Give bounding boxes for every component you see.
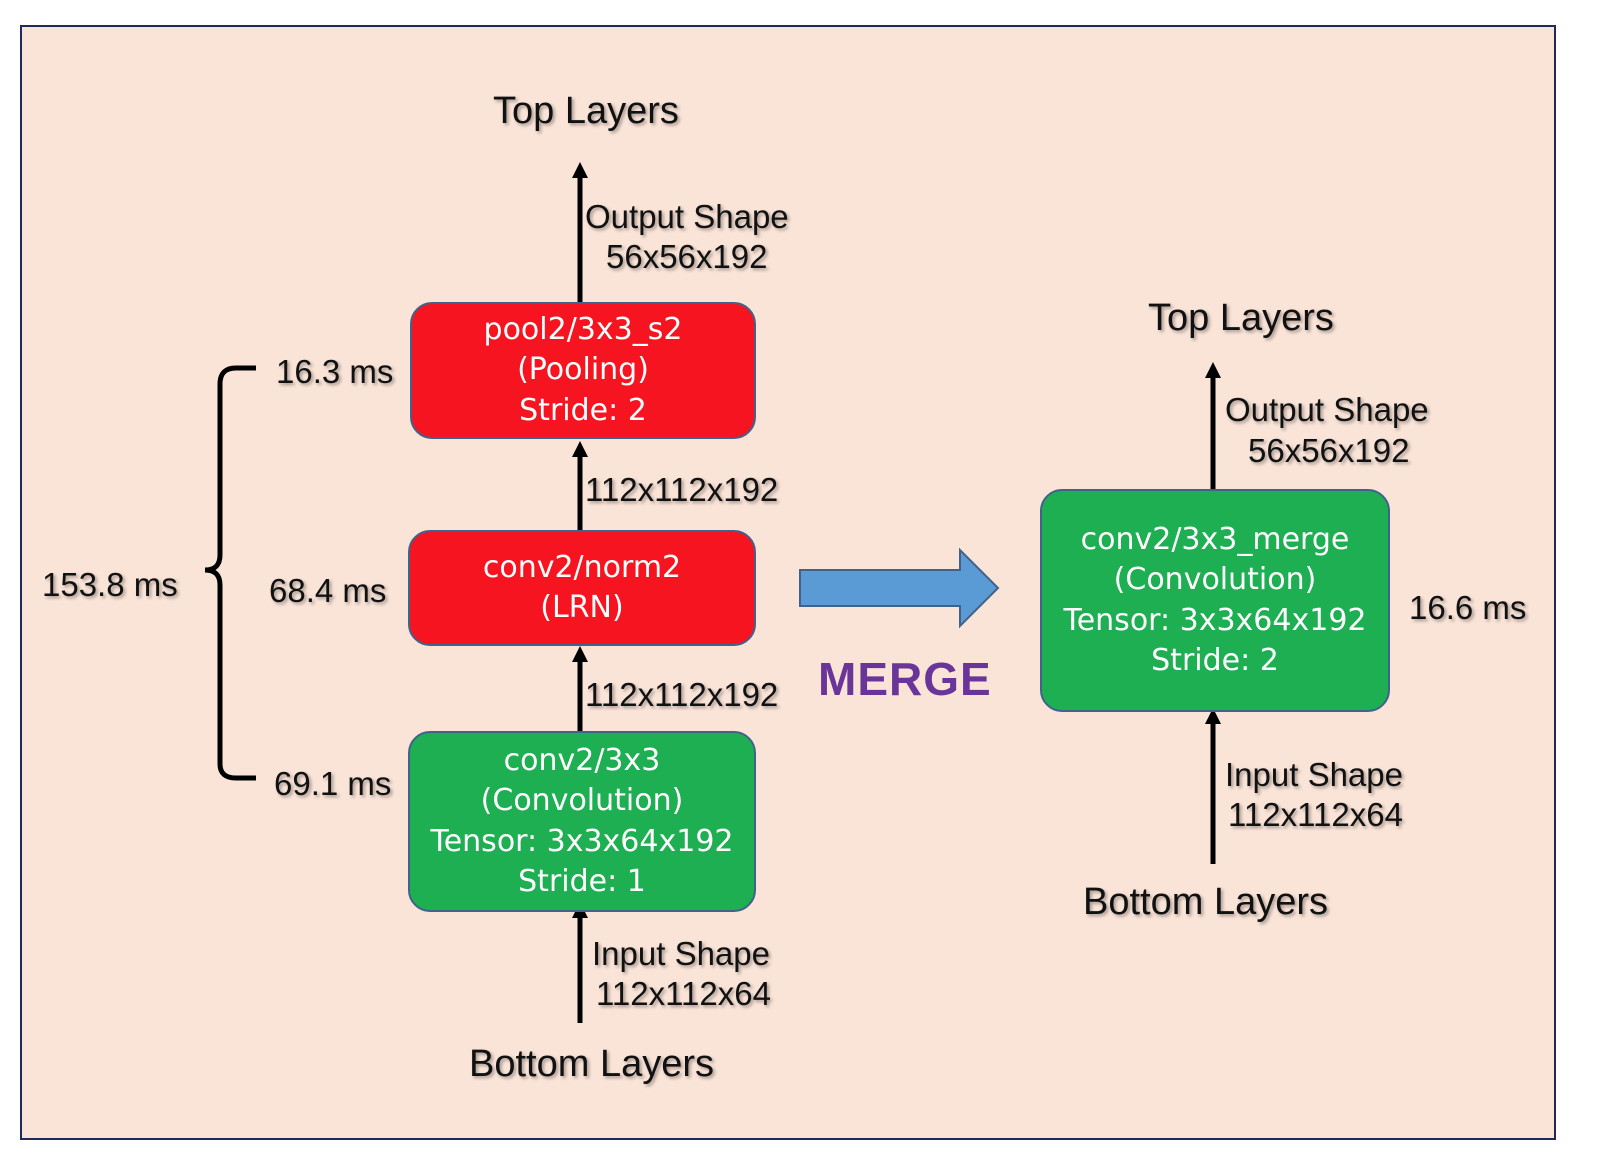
right-output-shape-value: 56x56x192 <box>1248 432 1410 469</box>
layer-type: (LRN) <box>540 590 624 625</box>
layer-box-conv2-merge: conv2/3x3_merge (Convolution) Tensor: 3x… <box>1040 489 1390 712</box>
right-bottom-layers-label: Bottom Layers <box>1083 881 1328 923</box>
left-input-shape-value: 112x112x64 <box>596 975 771 1012</box>
left-input-shape-title: Input Shape <box>592 935 770 972</box>
layer-name: conv2/3x3_merge <box>1080 521 1350 557</box>
layer-tensor: Tensor: 3x3x64x192 <box>1063 602 1367 638</box>
right-output-shape-title: Output Shape <box>1225 391 1429 428</box>
layer-name: pool2/3x3_s2 <box>483 311 683 347</box>
time-merge: 16.6 ms <box>1409 589 1527 626</box>
time-total: 153.8 ms <box>42 566 178 603</box>
merge-label: MERGE <box>818 653 992 705</box>
layer-stride: Stride: 2 <box>519 392 647 428</box>
right-input-shape-value: 112x112x64 <box>1228 796 1403 833</box>
right-top-layers-label: Top Layers <box>1148 297 1334 339</box>
layer-box-norm2: conv2/norm2 (LRN) <box>408 530 756 646</box>
layer-name: conv2/norm2 <box>482 549 682 585</box>
layer-type: (Pooling) <box>517 352 649 388</box>
layer-stride: Stride: 2 <box>1151 643 1279 678</box>
layer-box-pool2: pool2/3x3_s2 (Pooling) Stride: 2 <box>410 302 756 439</box>
merge-arrow <box>799 547 1000 629</box>
edge-shape-1: 112x112x192 <box>585 471 779 508</box>
layer-box-conv2: conv2/3x3 (Convolution) Tensor: 3x3x64x1… <box>408 731 756 912</box>
layer-type: (Convolution) <box>480 783 684 818</box>
left-bottom-layers-label: Bottom Layers <box>469 1043 714 1085</box>
edge-shape-2: 112x112x192 <box>585 676 779 713</box>
time-norm2: 68.4 ms <box>269 572 387 609</box>
time-bracket <box>204 365 256 781</box>
layer-name: conv2/3x3 <box>503 742 661 778</box>
layer-stride: Stride: 1 <box>518 864 646 899</box>
right-input-shape-title: Input Shape <box>1225 756 1403 793</box>
left-output-shape-value: 56x56x192 <box>606 238 768 275</box>
time-conv2: 69.1 ms <box>274 765 392 802</box>
layer-type: (Convolution) <box>1113 562 1317 597</box>
time-pool2: 16.3 ms <box>276 353 394 390</box>
layer-tensor: Tensor: 3x3x64x192 <box>430 823 734 859</box>
left-output-shape-title: Output Shape <box>585 198 789 235</box>
left-top-layers-label: Top Layers <box>493 90 679 132</box>
